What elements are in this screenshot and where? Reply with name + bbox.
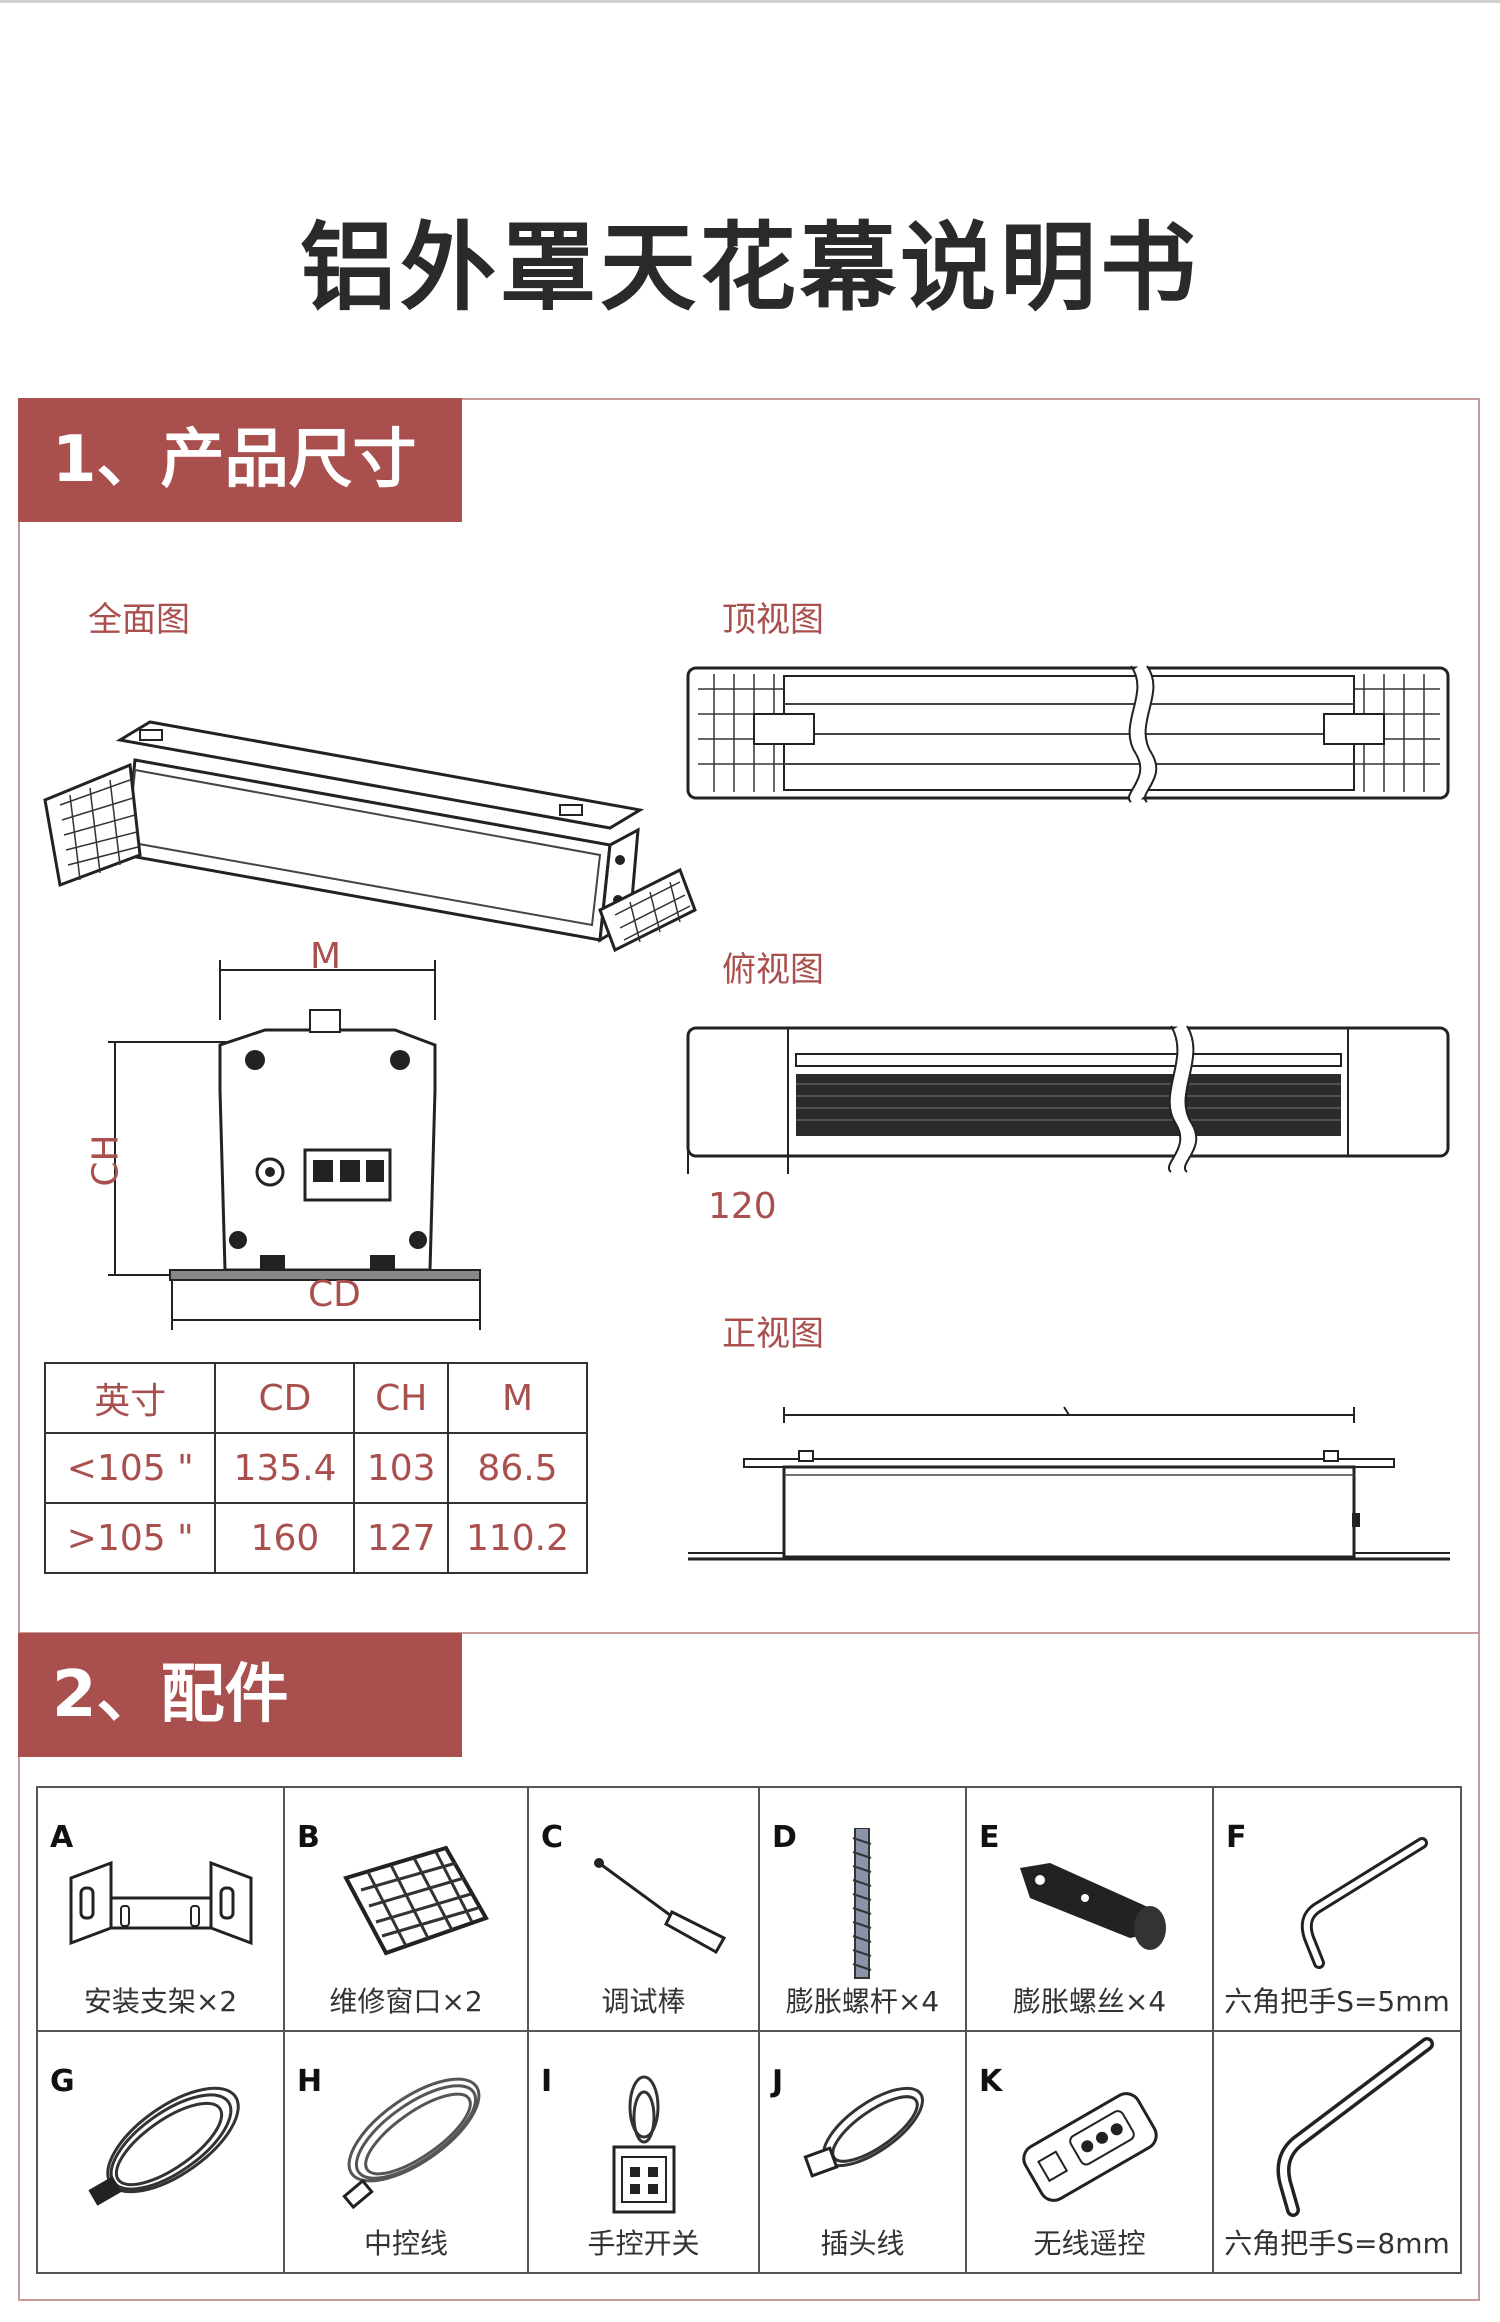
accessory-name: 维修窗口×2 <box>329 1985 483 2018</box>
accessory-item-i: I 手控开关 <box>529 2032 760 2272</box>
table-row: >105 " 160 127 110.2 <box>43 1502 588 1574</box>
accessory-item-h: H 中控线 <box>285 2032 529 2272</box>
table-cell: 103 <box>353 1432 449 1504</box>
full-view-drawing <box>40 710 700 970</box>
accessory-name: 中控线 <box>363 2227 448 2260</box>
remote-icon <box>967 2072 1212 2242</box>
table-header-cell: CD <box>214 1362 356 1434</box>
expansion-rod-icon <box>760 1828 965 1998</box>
accessory-name: 插头线 <box>820 2227 905 2260</box>
table-cell: 160 <box>214 1502 356 1574</box>
size-table: 英寸 CD CH M <105 " 135.4 103 86.5 >105 " … <box>43 1362 588 1574</box>
accessory-item-g: G <box>38 2032 285 2272</box>
bracket-icon <box>38 1828 283 1998</box>
accessory-letter: I <box>541 2064 553 2099</box>
content-frame <box>18 398 1480 2301</box>
table-header-cell: M <box>447 1362 588 1434</box>
service-window-icon <box>285 1828 527 1998</box>
accessory-name: 无线遥控 <box>1033 2227 1146 2260</box>
accessory-letter: D <box>772 1820 797 1855</box>
top-rule <box>0 0 1500 3</box>
section-divider <box>18 1632 1480 1634</box>
accessory-name: 安装支架×2 <box>83 1985 238 2018</box>
view-label-overhead: 俯视图 <box>722 950 824 990</box>
dim-label-120: 120 <box>708 1186 777 1227</box>
table-cell: >105 " <box>43 1502 217 1574</box>
accessories-grid: A 安装支架×2 B <box>36 1786 1462 2274</box>
accessory-name: 六角把手S=8mm <box>1224 2227 1450 2260</box>
accessory-name: 膨胀螺丝×4 <box>1012 1985 1167 2018</box>
control-cable-icon <box>285 2072 527 2242</box>
page-title: 铝外罩天花幕说明书 <box>300 212 1200 324</box>
cross-section-drawing <box>100 950 500 1330</box>
table-cell: <105 " <box>43 1432 217 1504</box>
accessory-letter: A <box>50 1820 74 1855</box>
table-header-cell: 英寸 <box>43 1362 217 1434</box>
table-header-row: 英寸 CD CH M <box>43 1362 588 1434</box>
top-view-drawing <box>684 664 1454 804</box>
accessory-letter: G <box>50 2064 75 2099</box>
accessory-name: 膨胀螺杆×4 <box>785 1985 940 2018</box>
dim-label-m: M <box>310 936 342 977</box>
accessory-name: 六角把手S=5mm <box>1224 1985 1450 2018</box>
accessory-item-e: E 膨胀螺丝×4 <box>967 1788 1214 2032</box>
table-header-cell: CH <box>353 1362 449 1434</box>
accessory-item-j: J 插头线 <box>760 2032 967 2272</box>
accessory-name: 调试棒 <box>601 1985 686 2018</box>
accessory-letter: H <box>297 2064 323 2099</box>
accessory-item-l: 六角把手S=8mm <box>1214 2032 1460 2272</box>
dim-label-ch: CH <box>85 1134 127 1187</box>
table-row: <105 " 135.4 103 86.5 <box>43 1432 588 1504</box>
accessory-name: 手控开关 <box>587 2227 700 2260</box>
view-label-full: 全面图 <box>88 600 190 640</box>
section-header-accessories: 2、配件 <box>18 1633 462 1757</box>
accessory-letter: C <box>541 1820 564 1855</box>
accessory-letter: K <box>979 2064 1003 2099</box>
overhead-view-drawing <box>684 1024 1454 1174</box>
accessory-letter: J <box>772 2064 784 2099</box>
front-view-drawing <box>684 1395 1454 1575</box>
accessory-item-c: C 调试棒 <box>529 1788 760 2032</box>
dim-label-cd: CD <box>308 1274 361 1315</box>
accessory-item-f: F 六角把手S=5mm <box>1214 1788 1460 2032</box>
accessory-item-k: K 无线遥控 <box>967 2032 1214 2272</box>
view-label-top: 顶视图 <box>722 600 824 640</box>
accessory-item-a: A 安装支架×2 <box>38 1788 285 2032</box>
plug-cable-icon <box>760 2072 965 2242</box>
hex-key-large-icon <box>1214 2032 1460 2217</box>
cable-icon <box>38 2072 283 2242</box>
table-cell: 110.2 <box>447 1502 588 1574</box>
table-cell: 135.4 <box>214 1432 356 1504</box>
view-label-front: 正视图 <box>722 1314 824 1354</box>
hand-switch-icon <box>529 2072 758 2242</box>
table-cell: 86.5 <box>447 1432 588 1504</box>
table-cell: 127 <box>353 1502 449 1574</box>
section-header-dimensions: 1、产品尺寸 <box>18 398 462 522</box>
accessory-letter: F <box>1226 1820 1247 1855</box>
accessory-item-b: B 维修窗口×2 <box>285 1788 529 2032</box>
adjust-stick-icon <box>529 1828 758 1998</box>
expansion-screw-icon <box>967 1828 1212 1998</box>
hex-key-icon <box>1214 1828 1460 1998</box>
accessory-letter: E <box>979 1820 1000 1855</box>
accessory-item-d: D 膨胀螺杆×4 <box>760 1788 967 2032</box>
accessory-letter: B <box>297 1820 320 1855</box>
